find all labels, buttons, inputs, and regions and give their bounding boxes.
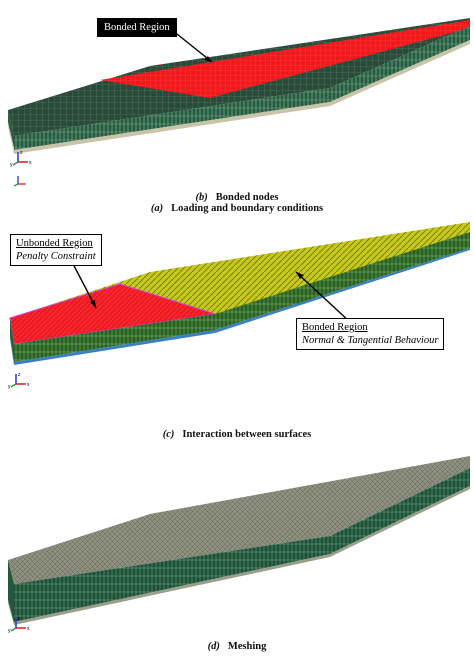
bonded-region-label: Bonded Region Normal & Tangential Behavi… (296, 318, 445, 350)
bonded-region-desc: Normal & Tangential Behaviour (302, 335, 439, 346)
svg-text:y: y (10, 162, 13, 168)
bonded-region-leader (171, 29, 213, 63)
bonded-nodes-model: z y x (8, 18, 470, 187)
bonded-region-title: Bonded Region (302, 322, 368, 333)
panel-interaction: z y x Unbonded Region Penalty Constraint… (0, 212, 474, 444)
panel-meshing: z y x (d)Meshing (0, 444, 474, 656)
top-face (8, 456, 470, 584)
meshing-model: z y x (8, 456, 470, 634)
front-face (14, 468, 470, 622)
interaction-model: z y x (8, 222, 470, 390)
axis-triad: z y x (8, 616, 30, 634)
front-face (14, 26, 470, 150)
svg-text:z: z (18, 616, 21, 622)
panel-bonded-nodes: z y x Bonded Region (b)Bonded nodes (a)L… (0, 0, 474, 214)
caption-a: (a)Loading and boundary conditions (150, 203, 324, 214)
axis-triad: z y x (10, 150, 32, 168)
side-face (10, 318, 14, 362)
svg-text:y: y (8, 628, 11, 634)
caption-c: (c)Interaction between surfaces (162, 429, 312, 440)
unbonded-region-title: Unbonded Region (16, 238, 93, 249)
bonded-leader (295, 271, 351, 323)
caption-b: (b)Bonded nodes (195, 192, 279, 203)
svg-text:z: z (18, 372, 21, 378)
axis-triad-secondary (13, 176, 26, 187)
front-face (14, 232, 470, 362)
svg-text:z: z (20, 150, 23, 156)
svg-text:x: x (29, 160, 32, 166)
side-face (8, 110, 14, 148)
caption-d: (d)Meshing (207, 641, 267, 652)
svg-text:x: x (27, 626, 30, 632)
svg-text:x: x (27, 382, 30, 388)
bonded-region-surface (100, 20, 470, 98)
unbonded-leader (69, 257, 97, 309)
unbonded-region-label: Unbonded Region Penalty Constraint (10, 234, 102, 266)
unbonded-region-desc: Penalty Constraint (16, 251, 96, 262)
svg-text:y: y (8, 384, 11, 390)
bonded-region-label: Bonded Region (97, 18, 177, 37)
axis-triad: z y x (8, 372, 30, 390)
side-face (8, 560, 14, 624)
